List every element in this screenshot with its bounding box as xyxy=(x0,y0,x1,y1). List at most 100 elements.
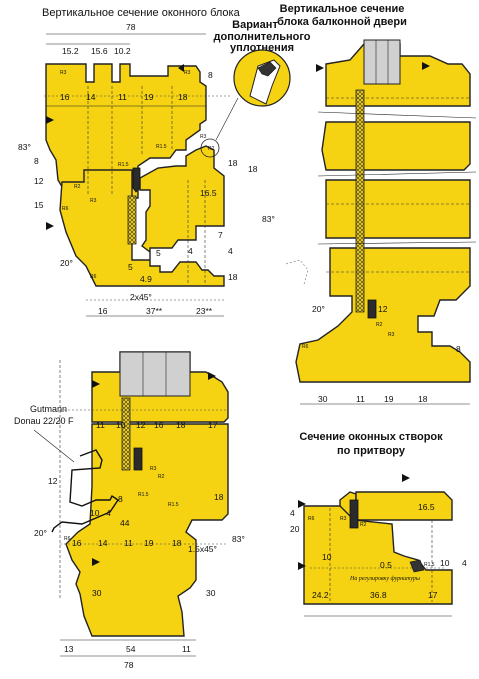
dim-15-6: 15.6 xyxy=(91,46,108,56)
dim-8-left: 8 xyxy=(34,156,39,166)
door-dim-20: 20° xyxy=(312,304,325,314)
s-dim-10: 10 xyxy=(322,552,332,562)
b-dim-10: 10 xyxy=(116,420,126,430)
svg-text:R2: R2 xyxy=(158,474,165,480)
b-dim-16: 16 xyxy=(154,420,164,430)
b-dim-18c: 18 xyxy=(172,538,182,548)
dim-15-2: 15.2 xyxy=(62,46,79,56)
door-dim-12: 12 xyxy=(378,304,388,314)
door-dim-8: 8 xyxy=(456,344,461,354)
b-dim-16b: 16 xyxy=(72,538,82,548)
svg-text:R6: R6 xyxy=(90,274,97,280)
dim-10-2: 10.2 xyxy=(114,46,131,56)
dim-23: 23** xyxy=(196,306,213,316)
sash-rebate-section: 16.5 20 4 10 0.5 На регулировку фурнитур… xyxy=(290,474,467,617)
svg-text:R3: R3 xyxy=(340,516,347,522)
b-dim-11c: 11 xyxy=(182,644,191,654)
sash-top-right-profile xyxy=(355,491,453,521)
b-dim-19: 19 xyxy=(144,538,154,548)
b-dim-14: 14 xyxy=(98,538,108,548)
dim-12-left: 12 xyxy=(34,176,44,186)
title-variant-line2: дополнительного xyxy=(214,31,311,43)
dim-4b: 4 xyxy=(228,246,233,256)
s-dim-24-2: 24.2 xyxy=(312,590,329,600)
door-dim-11: 11 xyxy=(356,394,365,404)
dim-4: 4 xyxy=(188,246,193,256)
frame-with-drip-section: Gutmann Donau 22/20 F 11 10 12 16 18 17 … xyxy=(14,351,245,670)
svg-text:R6: R6 xyxy=(64,536,71,542)
svg-text:R2: R2 xyxy=(360,522,367,528)
s-dim-10b: 10 xyxy=(440,558,450,568)
dim-83-right: 83° xyxy=(262,214,275,224)
window-frame-section: 78 15.2 15.6 10.2 8 16 14 11 19 18 83° 8… xyxy=(18,22,275,317)
frame-seal-strip xyxy=(127,195,137,245)
bottom-rubber-seal xyxy=(133,447,143,471)
bottom-glazing xyxy=(119,351,191,397)
fittings-note: На регулировку фурнитуры xyxy=(349,575,420,582)
door-rubber-seal xyxy=(367,299,377,319)
svg-text:R3: R3 xyxy=(150,466,157,472)
dim-16-5: 16.5 xyxy=(200,188,217,198)
svg-text:R1.5: R1.5 xyxy=(156,144,167,150)
door-dim-19: 19 xyxy=(384,394,394,404)
dim-18-right-b: 18 xyxy=(248,164,258,174)
dim-15-left: 15 xyxy=(34,200,44,210)
b-dim-54: 54 xyxy=(126,644,136,654)
b-dim-12: 12 xyxy=(136,420,146,430)
dim-18-right-a: 18 xyxy=(228,158,238,168)
seal-variant-detail xyxy=(200,49,291,158)
s-dim-20: 20 xyxy=(290,524,300,534)
s-dim-17: 17 xyxy=(428,590,438,600)
b-dim-11: 11 xyxy=(96,420,105,430)
svg-text:R6: R6 xyxy=(302,344,309,350)
dim-11: 11 xyxy=(118,92,127,102)
frame-rubber-seal xyxy=(132,167,141,193)
b-dim-83: 83° xyxy=(232,534,245,544)
sash-seal-small xyxy=(409,559,425,573)
sash-rubber-seal xyxy=(349,499,359,529)
svg-text:R3: R3 xyxy=(200,134,207,140)
svg-text:R1.5: R1.5 xyxy=(138,492,149,498)
dim-14: 14 xyxy=(86,92,96,102)
s-dim-0-5: 0.5 xyxy=(380,560,392,570)
dim-37: 37** xyxy=(146,306,163,316)
s-dim-4: 4 xyxy=(290,508,295,518)
s-dim-4b: 4 xyxy=(462,558,467,568)
dim-18-bottom: 18 xyxy=(228,272,238,282)
b-dim-4: 4 xyxy=(106,508,111,518)
door-dim-30: 30 xyxy=(318,394,328,404)
b-dim-30: 30 xyxy=(92,588,102,598)
svg-text:R3: R3 xyxy=(388,332,395,338)
gutmann-label-line1: Gutmann xyxy=(30,404,67,414)
b-dim-30b: 30 xyxy=(206,588,216,598)
title-sash-line2: по притвору xyxy=(337,445,406,457)
dim-5b: 5 xyxy=(156,248,161,258)
title-variant-line3: уплотнения xyxy=(230,42,294,54)
dim-78-top: 78 xyxy=(126,22,136,32)
b-dim-1-5x45: 1.5x45° xyxy=(188,544,217,554)
svg-text:R6: R6 xyxy=(308,516,315,522)
dim-16: 16 xyxy=(60,92,70,102)
bottom-frame-profile xyxy=(65,423,229,637)
b-dim-18: 18 xyxy=(176,420,186,430)
door-seal-strip xyxy=(355,89,365,313)
title-door-line2: блока балконной двери xyxy=(277,16,407,28)
title-variant-line1: Вариант xyxy=(232,19,278,31)
frame-profile-top xyxy=(59,145,225,287)
door-panel-middle xyxy=(321,121,471,171)
svg-text:R2: R2 xyxy=(208,146,215,152)
dim-4-9: 4.9 xyxy=(140,274,152,284)
gutmann-drip-profile xyxy=(51,449,119,533)
svg-text:R3: R3 xyxy=(90,198,97,204)
svg-text:R1.5: R1.5 xyxy=(118,162,129,168)
gutmann-label-line2: Donau 22/20 F xyxy=(14,416,74,426)
svg-text:R6: R6 xyxy=(62,206,69,212)
dim-16-bottom: 16 xyxy=(98,306,108,316)
svg-text:R3: R3 xyxy=(184,70,191,76)
b-dim-8: 8 xyxy=(118,494,123,504)
svg-text:R2: R2 xyxy=(376,322,383,328)
dim-5: 5 xyxy=(128,262,133,272)
bottom-seal-strip xyxy=(121,397,131,471)
